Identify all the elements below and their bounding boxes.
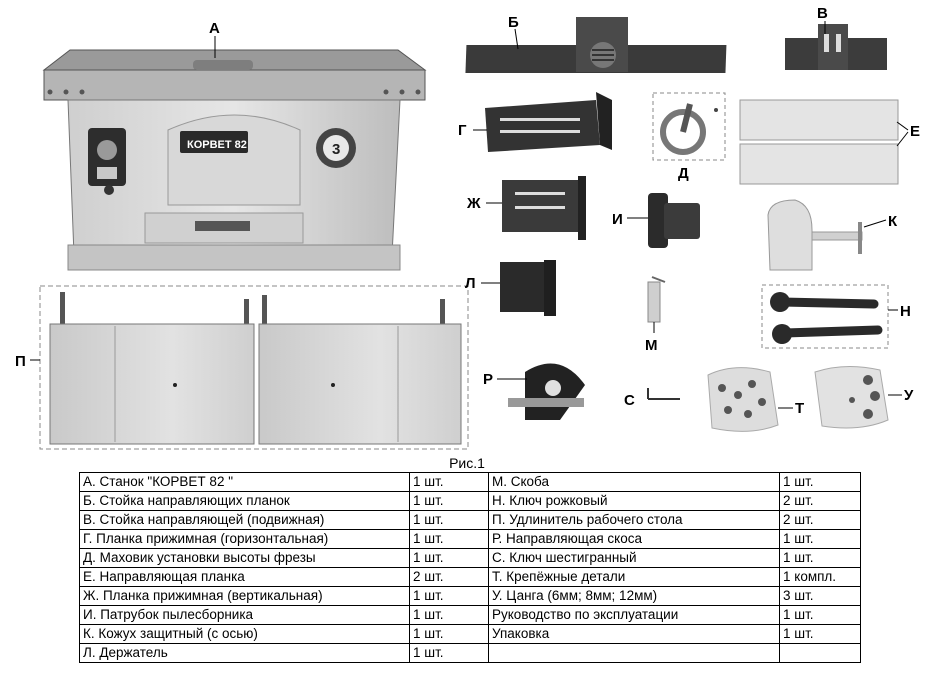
quantity-cell: 1 шт. <box>409 605 489 625</box>
quantity-cell: 1 шт. <box>779 472 861 492</box>
wrenches-frame <box>761 284 889 349</box>
bracket <box>647 276 666 323</box>
part-name-cell: Е. Направляющая планка <box>79 567 410 587</box>
part-name-cell: П. Удлинитель рабочего стола <box>488 510 780 530</box>
label-l: Л <box>465 275 476 292</box>
label-p: П <box>15 353 26 370</box>
quantity-cell: 1 шт. <box>409 548 489 568</box>
part-name-cell: И. Патрубок пылесборника <box>79 605 410 625</box>
quantity-cell: 1 шт. <box>409 586 489 606</box>
label-e: Е <box>910 123 920 140</box>
parts-illustration: А КОРВЕТ 82 3 П Б В Г <box>15 5 920 450</box>
part-name-cell: Б. Стойка направляющих планок <box>79 491 410 511</box>
label-n: Н <box>900 303 911 320</box>
height-handwheel <box>660 103 718 155</box>
dust-port <box>648 193 700 248</box>
miter-guide <box>508 363 585 420</box>
label-s: С <box>624 392 635 409</box>
quantity-cell: 2 шт. <box>409 567 489 587</box>
label-v: В <box>817 5 828 22</box>
quantity-cell: 2 шт. <box>779 510 861 530</box>
part-name-cell: К. Кожух защитный (с осью) <box>79 624 410 644</box>
label-m: М <box>645 337 658 354</box>
part-name-cell: В. Стойка направляющей (подвижная) <box>79 510 410 530</box>
quantity-cell: 1 шт. <box>779 548 861 568</box>
part-name-cell: Л. Держатель <box>79 643 410 663</box>
label-u: У <box>904 387 914 404</box>
quantity-cell: 1 шт. <box>409 643 489 663</box>
quantity-cell: 1 шт. <box>409 491 489 511</box>
guide-bars <box>739 99 899 185</box>
quantity-cell: 1 шт. <box>409 529 489 549</box>
part-name-cell: Н. Ключ рожковый <box>488 491 780 511</box>
fence-rack <box>465 17 727 73</box>
label-k: К <box>888 213 898 230</box>
hex-key <box>647 388 680 400</box>
collet-bag <box>814 365 889 429</box>
label-r: Р <box>483 371 493 388</box>
part-name-cell: М. Скоба <box>488 472 780 492</box>
part-name-cell: Р. Направляющая скоса <box>488 529 780 549</box>
protective-guard <box>767 199 863 271</box>
table-extension-panels <box>49 292 462 445</box>
part-name-cell: У. Цанга (6мм; 8мм; 12мм) <box>488 586 780 606</box>
quantity-cell: 1 шт. <box>409 510 489 530</box>
figure-caption: Рис.1 <box>449 455 485 471</box>
quantity-cell: 1 компл. <box>779 567 861 587</box>
movable-fence-rack <box>785 24 887 70</box>
part-name-cell: А. Станок "КОРВЕТ 82 " <box>79 472 410 492</box>
extensions-group-frame <box>39 285 469 450</box>
handwheel-frame <box>652 92 726 161</box>
open-end-wrenches <box>770 292 883 344</box>
part-name-cell: Т. Крепёжные детали <box>488 567 780 587</box>
part-name-cell: С. Ключ шестигранный <box>488 548 780 568</box>
label-zh: Ж <box>466 195 481 212</box>
part-name-cell: Г. Планка прижимная (горизонтальная) <box>79 529 410 549</box>
quantity-cell: 2 шт. <box>779 491 861 511</box>
table-row: Ж. Планка прижимная (вертикальная)1 шт.У… <box>79 586 861 606</box>
part-name-cell: Упаковка <box>488 624 780 644</box>
quantity-cell: 1 шт. <box>779 605 861 625</box>
label-a: А <box>209 20 220 37</box>
quantity-cell <box>779 643 861 663</box>
quantity-cell: 1 шт. <box>779 624 861 644</box>
quantity-cell: 1 шт. <box>409 624 489 644</box>
part-name-cell <box>488 643 780 663</box>
label-t: Т <box>795 400 804 417</box>
part-name-cell: Ж. Планка прижимная (вертикальная) <box>79 586 410 606</box>
part-name-cell: Руководство по эксплуатации <box>488 605 780 625</box>
part-name-cell: Д. Маховик установки высоты фрезы <box>79 548 410 568</box>
holder <box>500 260 556 316</box>
router-table-machine <box>42 49 427 271</box>
label-b: Б <box>508 14 519 31</box>
quantity-cell: 1 шт. <box>779 529 861 549</box>
vertical-clamp-bar <box>502 176 586 240</box>
label-g: Г <box>458 122 467 139</box>
warranty-badge: 3 <box>332 141 340 158</box>
fastener-bag <box>707 367 779 432</box>
label-i: И <box>612 211 623 228</box>
horizontal-clamp-bar <box>485 92 612 152</box>
table-row: В. Стойка направляющей (подвижная)1 шт.П… <box>79 510 861 530</box>
table-row: Г. Планка прижимная (горизонтальная)1 шт… <box>79 529 861 549</box>
quantity-cell: 1 шт. <box>409 472 489 492</box>
quantity-cell: 3 шт. <box>779 586 861 606</box>
label-d: Д <box>678 165 689 182</box>
machine-brand-plate: КОРВЕТ 82 <box>187 139 247 151</box>
